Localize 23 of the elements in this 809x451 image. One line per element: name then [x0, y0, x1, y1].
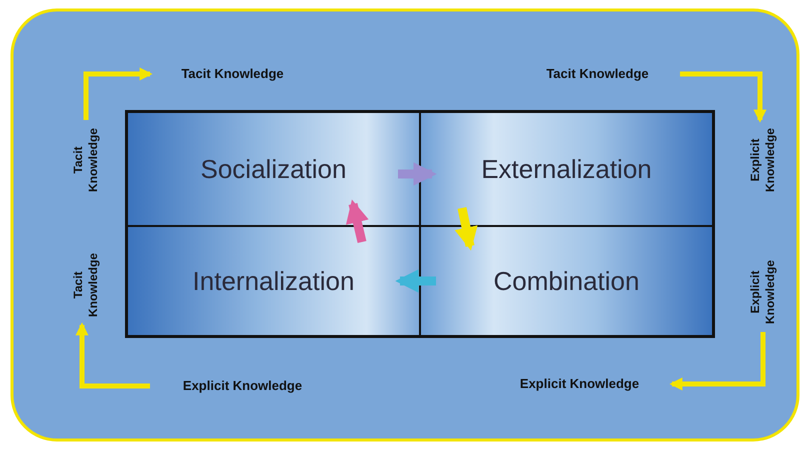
knowledge-label: Explicit Knowledge	[748, 252, 778, 332]
knowledge-label: Explicit Knowledge	[150, 376, 335, 396]
quadrant-box	[420, 112, 713, 226]
quadrant-label: Socialization	[200, 154, 346, 184]
arrow	[84, 68, 153, 120]
quadrant-box	[420, 226, 713, 336]
knowledge-label: Tacit Knowledge	[515, 64, 680, 84]
arrow	[669, 332, 766, 390]
quadrant-label: Externalization	[481, 154, 652, 184]
quadrant-box	[127, 226, 420, 336]
knowledge-label: Explicit Knowledge	[487, 374, 672, 394]
knowledge-label: Tacit Knowledge	[71, 120, 101, 200]
knowledge-label: Tacit Knowledge	[150, 64, 315, 84]
quadrant-box	[127, 112, 420, 226]
quadrant-label: Combination	[494, 266, 640, 296]
arrow	[398, 162, 437, 186]
arrow	[346, 199, 369, 244]
quadrant-label: Internalization	[192, 266, 354, 296]
arrow	[395, 269, 436, 293]
arrow	[680, 72, 766, 123]
knowledge-label: Explicit Knowledge	[748, 120, 778, 200]
arrow	[76, 322, 150, 388]
knowledge-label: Tacit Knowledge	[71, 245, 101, 325]
